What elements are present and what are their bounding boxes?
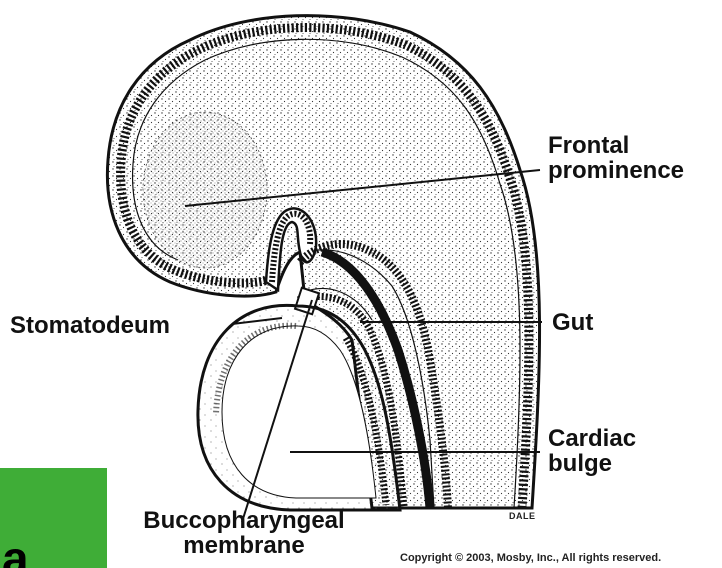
slide-badge-letter: a (2, 536, 29, 568)
label-frontal-text: Frontal prominence (548, 132, 684, 184)
artist-signature: DALE (509, 512, 536, 521)
copyright-text: Copyright © 2003, Mosby, Inc., All right… (400, 552, 661, 564)
label-gut-text: Gut (552, 309, 593, 336)
label-buccopharyngeal-membrane: Buccopharyngeal membrane (134, 508, 354, 558)
slide-badge: a (0, 468, 107, 568)
label-cardiac-bulge: Cardiac bulge (548, 426, 636, 476)
label-stomatodeum: Stomatodeum (10, 313, 170, 338)
label-cardiac-text: Cardiac bulge (548, 425, 636, 477)
label-frontal-prominence: Frontal prominence (548, 133, 684, 183)
label-buccopharyngeal-text: Buccopharyngeal membrane (143, 507, 344, 559)
forebrain (143, 112, 267, 268)
copyright-notice: Copyright © 2003, Mosby, Inc., All right… (400, 553, 661, 565)
artist-signature-text: DALE (509, 511, 536, 521)
label-gut: Gut (552, 310, 593, 335)
label-stomatodeum-text: Stomatodeum (10, 312, 170, 339)
